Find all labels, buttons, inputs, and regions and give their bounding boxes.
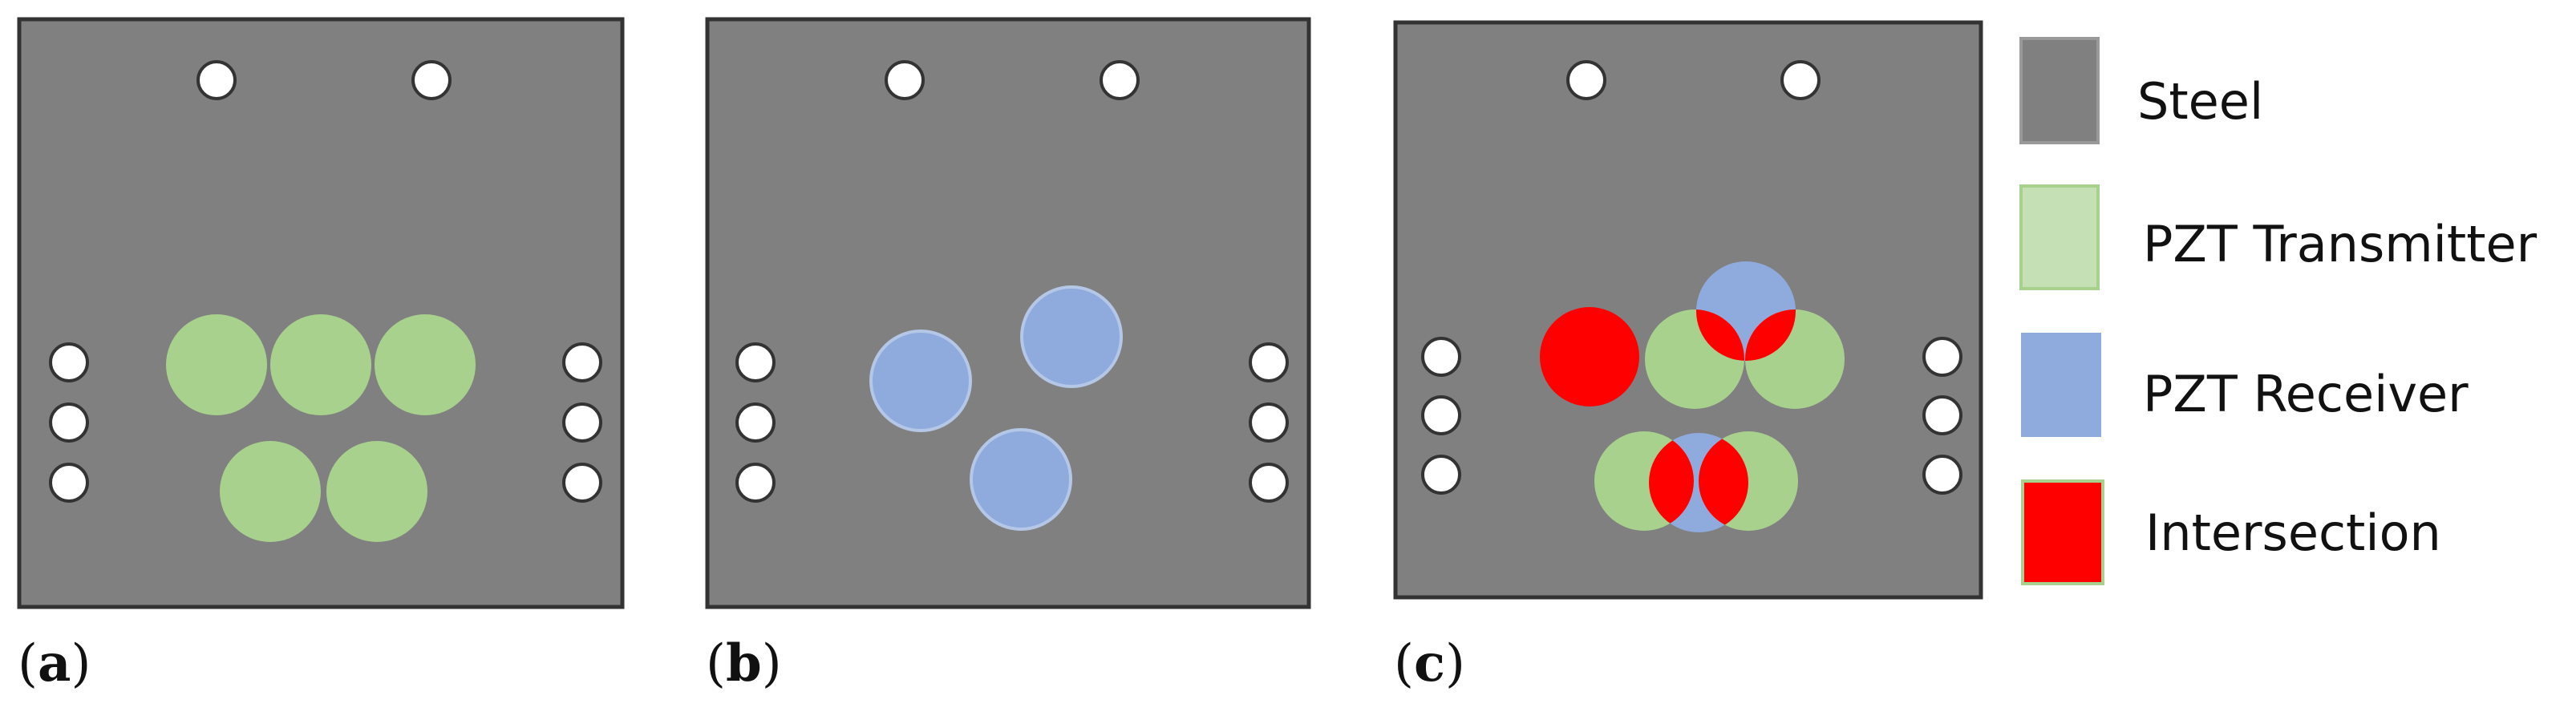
mounting-holes: [49, 60, 602, 503]
panel-c: [1393, 20, 1983, 600]
pzt-transmitter: [270, 314, 371, 415]
hole: [196, 60, 237, 100]
intersection-region: [1696, 309, 1744, 361]
pzt-transmitter: [326, 441, 427, 542]
hole: [885, 60, 925, 100]
panel-label-c: (c): [1394, 633, 1465, 694]
pzt-receiver: [869, 330, 972, 432]
panel-label-b: (b): [706, 633, 782, 694]
legend-label-intersection: Intersection: [2145, 504, 2441, 562]
hole: [1100, 60, 1140, 100]
legend-label-steel: Steel: [2137, 72, 2264, 131]
hole: [411, 60, 452, 100]
hole: [1249, 463, 1289, 503]
hole: [1922, 337, 1962, 377]
hole: [562, 463, 602, 503]
hole: [1421, 395, 1461, 435]
hole: [1922, 395, 1962, 435]
hole: [1421, 455, 1461, 495]
panel-a: [17, 17, 625, 609]
hole: [735, 402, 776, 443]
gray-square-icon: [2019, 37, 2100, 144]
legend-label-receiver: PZT Receiver: [2143, 365, 2469, 423]
legend: [2019, 37, 2104, 585]
hole: [1249, 402, 1289, 443]
green-square-icon: [2019, 184, 2100, 290]
hole: [735, 463, 776, 503]
pzt-receiver: [1020, 285, 1123, 388]
hole: [49, 463, 89, 503]
pzt-receiver: [970, 428, 1072, 531]
hole: [49, 402, 89, 443]
pzt-transmitter: [166, 314, 267, 415]
intersection-region: [1649, 433, 1694, 531]
intersection-region: [1540, 307, 1639, 406]
pzt-transmitter: [375, 314, 476, 415]
panel-b: [705, 17, 1311, 609]
pzt-transmitter: [220, 441, 321, 542]
red-square-icon: [2021, 479, 2104, 585]
legend-label-transmitter: PZT Transmitter: [2143, 215, 2538, 273]
hole: [562, 402, 602, 443]
pzt-receivers: [869, 285, 1123, 531]
hole: [1421, 337, 1461, 377]
hole: [735, 342, 776, 382]
intersection-region: [1699, 433, 1748, 531]
hole: [1566, 60, 1606, 100]
hole: [49, 342, 89, 382]
hole: [562, 342, 602, 382]
hole: [1249, 342, 1289, 382]
steel-plate: [17, 17, 625, 609]
hole: [1922, 455, 1962, 495]
pzt-transmitters: [166, 314, 476, 542]
blue-square-icon: [2021, 333, 2101, 437]
hole: [1780, 60, 1821, 100]
mounting-holes: [1421, 60, 1962, 495]
panel-label-a: (a): [18, 633, 91, 694]
mounting-holes: [735, 60, 1289, 503]
